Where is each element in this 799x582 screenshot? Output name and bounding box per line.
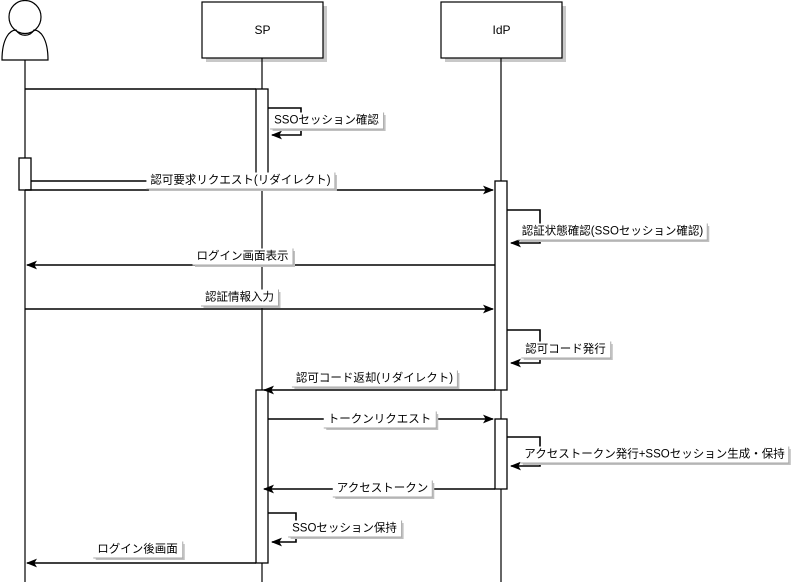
message-label-11[interactable]: アクセストークン — [332, 480, 434, 498]
message-label-10[interactable]: アクセストークン発行+SSOセッション生成・保持 — [520, 446, 790, 464]
actor-body-icon — [1, 29, 49, 61]
activation-bar-sp-1 — [255, 88, 269, 182]
message-label-4[interactable]: 認証状態確認(SSOセッション確認) — [517, 223, 709, 241]
message-label-6[interactable]: 認証情報入力 — [201, 289, 279, 307]
participant-label-sp: SP — [254, 23, 270, 37]
participant-header-idp[interactable]: IdP — [440, 1, 566, 62]
message-label-8[interactable]: 認可コード返却(リダイレクト) — [291, 370, 459, 388]
message-label-13[interactable]: ログイン後画面 — [93, 541, 183, 559]
message-label-12[interactable]: SSOセッション保持 — [288, 520, 402, 538]
activation-bar-idp-2 — [494, 418, 508, 490]
activation-bar-user-1 — [18, 157, 32, 191]
participant-label-idp: IdP — [492, 23, 510, 37]
activation-bar-sp-2 — [255, 389, 269, 564]
participant-header-sp[interactable]: SP — [201, 1, 327, 62]
message-label-7[interactable]: 認可コード発行 — [521, 341, 611, 359]
message-label-5[interactable]: ログイン画面表示 — [192, 248, 294, 266]
activation-bar-idp-1 — [494, 180, 508, 391]
message-label-3[interactable]: 認可要求リクエスト(リダイレクト) — [146, 172, 336, 190]
message-label-9[interactable]: トークンリクエスト — [323, 411, 437, 429]
actor-head-icon — [8, 0, 42, 35]
participant-header-user[interactable] — [1, 0, 49, 61]
message-label-2[interactable]: SSOセッション確認 — [270, 112, 384, 130]
